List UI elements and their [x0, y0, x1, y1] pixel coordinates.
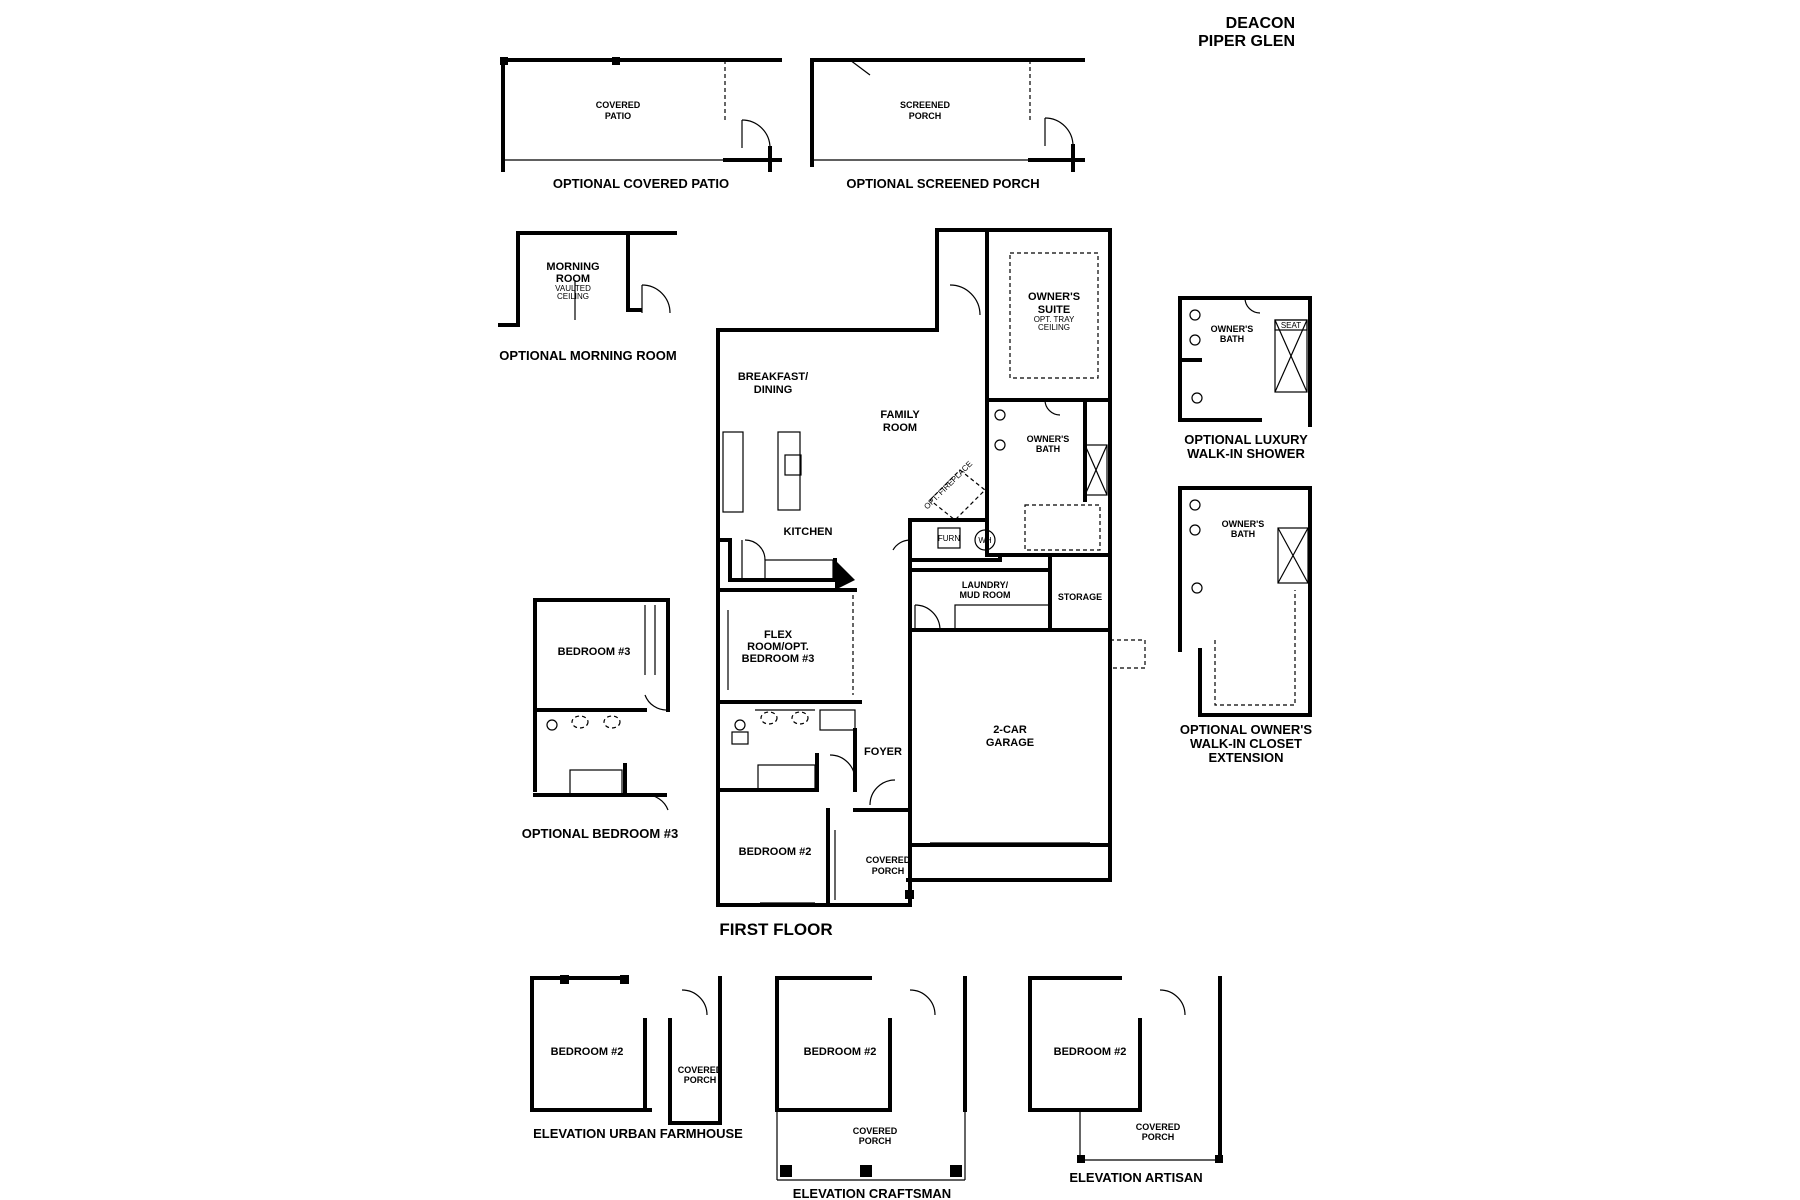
svg-text:BEDROOM #2: BEDROOM #2	[739, 846, 812, 858]
plan-name: DEACON	[1226, 15, 1295, 32]
svg-text:COVERED: COVERED	[853, 1126, 898, 1136]
elevation-artisan: BEDROOM #2 COVERED PORCH ELEVATION ARTIS…	[1028, 976, 1223, 1185]
svg-text:COVERED: COVERED	[678, 1065, 723, 1075]
svg-text:MORNING: MORNING	[546, 261, 599, 273]
svg-text:PATIO: PATIO	[605, 111, 631, 121]
svg-text:BEDROOM #3: BEDROOM #3	[742, 653, 815, 665]
svg-text:BATH: BATH	[1036, 444, 1060, 454]
caption-craftsman: ELEVATION CRAFTSMAN	[793, 1186, 951, 1200]
svg-text:OWNER'S: OWNER'S	[1222, 519, 1265, 529]
svg-text:KITCHEN: KITCHEN	[784, 526, 833, 538]
svg-text:BEDROOM #2: BEDROOM #2	[804, 1046, 877, 1058]
optional-morning-room: MORNING ROOM VAULTED CEILING OPTIONAL MO…	[498, 231, 677, 363]
svg-text:OWNER'S: OWNER'S	[1027, 434, 1070, 444]
svg-text:COVERED: COVERED	[1136, 1122, 1181, 1132]
caption-luxury-shower-1: OPTIONAL LUXURY	[1184, 432, 1308, 447]
first-floor-plan: OWNER'S SUITE OPT. TRAY CEILING OWNER'S …	[716, 228, 1146, 939]
caption-first-floor: FIRST FLOOR	[719, 920, 832, 939]
svg-text:PORCH: PORCH	[909, 111, 942, 121]
svg-text:BEDROOM #3: BEDROOM #3	[558, 646, 631, 658]
svg-text:PORCH: PORCH	[684, 1075, 717, 1085]
svg-text:FURN: FURN	[938, 534, 960, 543]
svg-text:STORAGE: STORAGE	[1058, 592, 1102, 602]
svg-text:OPT. TRAY: OPT. TRAY	[1034, 315, 1075, 324]
svg-text:2-CAR: 2-CAR	[993, 724, 1027, 736]
optional-closet-extension: OWNER'S BATH OPTIONAL OWNER'S WALK-IN CL…	[1178, 486, 1312, 765]
caption-urban-farmhouse: ELEVATION URBAN FARMHOUSE	[533, 1126, 743, 1141]
caption-bedroom3: OPTIONAL BEDROOM #3	[522, 826, 679, 841]
svg-text:LAUNDRY/: LAUNDRY/	[962, 580, 1009, 590]
svg-text:GARAGE: GARAGE	[986, 737, 1034, 749]
caption-artisan: ELEVATION ARTISAN	[1069, 1170, 1202, 1185]
svg-text:BATH: BATH	[1220, 334, 1244, 344]
svg-text:SCREENED: SCREENED	[900, 100, 951, 110]
caption-closet-ext-3: EXTENSION	[1208, 750, 1283, 765]
svg-text:VAULTED: VAULTED	[555, 284, 591, 293]
caption-screened-porch: OPTIONAL SCREENED PORCH	[846, 176, 1039, 191]
caption-closet-ext-2: WALK-IN CLOSET	[1190, 736, 1302, 751]
svg-text:FAMILY: FAMILY	[880, 409, 920, 421]
optional-bedroom-3: BEDROOM #3 OPTIONAL BEDROOM #3	[522, 598, 679, 841]
svg-text:DINING: DINING	[754, 384, 793, 396]
svg-text:BREAKFAST/: BREAKFAST/	[738, 371, 808, 383]
svg-text:CEILING: CEILING	[557, 292, 589, 301]
plan-title: DEACON PIPER GLEN	[1198, 15, 1295, 50]
svg-text:SUITE: SUITE	[1038, 304, 1070, 316]
svg-text:OPT. FIREPLACE: OPT. FIREPLACE	[922, 459, 974, 511]
plan-community: PIPER GLEN	[1198, 33, 1295, 50]
svg-text:PORCH: PORCH	[1142, 1132, 1175, 1142]
optional-luxury-shower: SEAT OWNER'S BATH OPTIONAL LUXURY WALK-I…	[1178, 296, 1312, 461]
svg-text:BEDROOM #2: BEDROOM #2	[1054, 1046, 1127, 1058]
svg-text:BATH: BATH	[1231, 529, 1255, 539]
svg-text:ROOM: ROOM	[556, 273, 590, 285]
caption-closet-ext-1: OPTIONAL OWNER'S	[1180, 722, 1312, 737]
svg-text:OWNER'S: OWNER'S	[1028, 291, 1080, 303]
svg-text:BEDROOM #2: BEDROOM #2	[551, 1046, 624, 1058]
svg-text:PORCH: PORCH	[872, 866, 905, 876]
svg-text:MUD ROOM: MUD ROOM	[960, 590, 1011, 600]
svg-text:OWNER'S: OWNER'S	[1211, 324, 1254, 334]
svg-text:COVERED: COVERED	[596, 100, 641, 110]
optional-covered-patio: COVERED PATIO OPTIONAL COVERED PATIO	[500, 57, 782, 191]
caption-covered-patio: OPTIONAL COVERED PATIO	[553, 176, 729, 191]
elevation-urban-farmhouse: BEDROOM #2 COVERED PORCH ELEVATION URBAN…	[530, 975, 743, 1141]
svg-text:FOYER: FOYER	[864, 746, 902, 758]
svg-text:ROOM/OPT.: ROOM/OPT.	[747, 641, 809, 653]
caption-luxury-shower-2: WALK-IN SHOWER	[1187, 446, 1305, 461]
svg-text:FLEX: FLEX	[764, 629, 793, 641]
svg-text:COVERED: COVERED	[866, 855, 911, 865]
svg-text:ROOM: ROOM	[883, 422, 917, 434]
elevation-craftsman: BEDROOM #2 COVERED PORCH ELEVATION CRAFT…	[775, 976, 967, 1200]
svg-text:SEAT: SEAT	[1281, 321, 1301, 330]
optional-screened-porch: SCREENED PORCH OPTIONAL SCREENED PORCH	[810, 58, 1085, 191]
svg-text:WH: WH	[978, 536, 992, 545]
svg-text:CEILING: CEILING	[1038, 323, 1070, 332]
svg-text:PORCH: PORCH	[859, 1136, 892, 1146]
caption-morning-room: OPTIONAL MORNING ROOM	[499, 348, 676, 363]
